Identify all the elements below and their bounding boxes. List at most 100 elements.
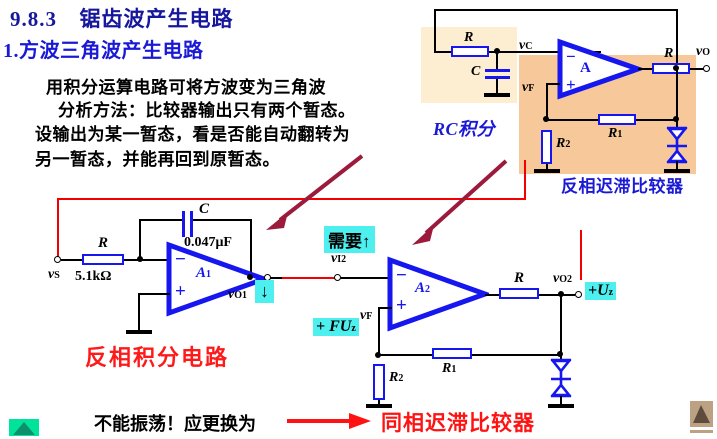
footer-arrow-icon [287,413,371,429]
wire-r2-gnd-bottom [378,400,380,405]
top-label-R2: R2 [556,136,571,151]
wire-vi2-to-A2-minus [341,277,389,279]
node-vo1 [247,274,253,280]
top-feedback-wire-right-vertical [676,9,678,71]
wire-r1-right-bottom [472,354,562,356]
top-label-vO: vO [696,44,710,59]
prev-slide-button[interactable] [9,419,39,436]
top-cap-ground [484,93,510,97]
label-R-output-bottom: R [514,270,525,286]
zener-diode-pair-bottom [550,358,572,398]
top-wire-r1-right [636,119,678,121]
terminal-vs [54,256,61,263]
cap-plate-left [182,211,185,237]
top-opamp-label: A [580,60,591,76]
top-resistor-R1 [598,114,636,125]
top-node-vf-rail [543,116,549,122]
highlight-vo1-down-arrow: ↓ [255,280,274,303]
body-line-3: 设输出为某一暂态，看是否能自动翻转为 [35,125,350,144]
page-title: 9.8.3 锯齿波产生电路 [10,3,234,33]
top-wire-to-cap [496,51,498,69]
wire-vs-to-R [61,259,82,261]
top-ground-r2 [534,169,560,173]
corner-bar [690,430,713,433]
highlight-plus-FUz: + FUz [313,318,359,336]
top-label-R-input: R [464,30,474,45]
wire-cap-right-vertical [250,219,252,277]
top-resistor-R-input [451,46,489,57]
rc-section-shading [421,27,517,103]
top-terminal-vo [703,65,710,72]
next-slide-button[interactable] [690,401,713,427]
A1-plus-sign: + [175,281,186,302]
top-wire-vf-vertical [546,83,548,120]
red-wire-vo1-to-vi2 [268,277,365,279]
top-opamp-minus-sign: − [566,47,576,66]
top-ground-zener [664,169,690,173]
top-wire-opamp-out [638,68,652,70]
wire-R-to-vo2 [539,294,575,296]
top-opamp-triangle [557,38,642,100]
opamp-A2-label: A2 [415,280,431,296]
opamp-A1-label: A1 [196,265,212,281]
highlight-need-up: 需要↑ [324,226,375,253]
label-vO1: vO1 [228,287,247,302]
footer-black-text: 不能振荡！应更换为 [94,414,256,434]
top-wire-r2-gnd [546,164,548,170]
ground-zener-bottom [548,404,574,408]
red-wire-vo2-up [580,230,582,280]
wire-A1-plus-horizontal [138,293,170,295]
footer-red-text: 同相迟滞比较器 [381,411,535,435]
top-label-vF: vF [522,80,535,95]
wire-A1-output [264,277,282,279]
A1-minus-sign: − [175,249,186,270]
top-wire-r1-left [546,119,598,121]
top-label-R1: R1 [608,126,623,141]
triangle-up-icon-brown [693,405,710,423]
body-line-4: 另一暂态，并能再回到原暂态。 [35,150,280,169]
top-wire-to-R [434,51,451,53]
top-label-R-output: R [664,46,674,61]
opamp-A1-triangle [166,241,268,317]
wire-A1-plus-vertical [138,293,140,330]
wire-vo2-down [560,294,562,355]
cap-plate-right [190,211,193,237]
body-line-2: 分析方法：比较器输出只有两个暂态。 [58,101,356,120]
red-rail-left-vertical [57,198,59,260]
ground-A1 [126,330,152,334]
label-vS: vS [48,267,60,282]
integrator-section-label: 反相积分电路 [85,345,230,370]
top-cap-plate-upper [485,69,510,72]
top-wire-cap-to-gnd [496,79,498,93]
label-vF-bottom: vF [360,308,373,323]
label-C-integrator: C [199,201,210,217]
label-R-value: 5.1kΩ [75,269,112,284]
wire-vf-vertical-bottom [378,307,380,355]
top-wire-R-to-vo [690,68,706,70]
arrow-to-integrator [266,154,364,230]
red-rail-top-horizontal [57,198,526,200]
wire-vf-horizontal-bottom [378,307,392,309]
subsection-title: 1.方波三角波产生电路 [3,40,204,62]
top-opamp-plus-sign: + [566,75,576,94]
label-R-integrator: R [98,235,109,251]
top-wire-zener-gnd [676,161,678,169]
wire-cap-right-horizontal [193,219,252,221]
A2-minus-sign: − [396,265,407,286]
wire-cap-left-horizontal [139,219,182,221]
top-wire-vf-horizontal [546,83,560,85]
A2-plus-sign: + [396,295,407,316]
top-feedback-wire-left-vertical [434,9,436,51]
ground-R2-bottom [366,404,392,408]
label-R2-bottom: R2 [389,370,404,385]
body-line-1: 用积分运算电路可将方波变为三角波 [46,78,326,97]
resistor-R-integrator [82,254,124,265]
terminal-vo2 [575,291,582,298]
label-R1-bottom: R1 [442,361,457,376]
top-label-vC: vC [519,38,533,53]
label-vI2: vI2 [331,251,347,266]
label-C-value: 0.047μF [184,235,232,250]
resistor-R2-bottom [373,364,385,400]
wire-r1-left-bottom [378,354,432,356]
